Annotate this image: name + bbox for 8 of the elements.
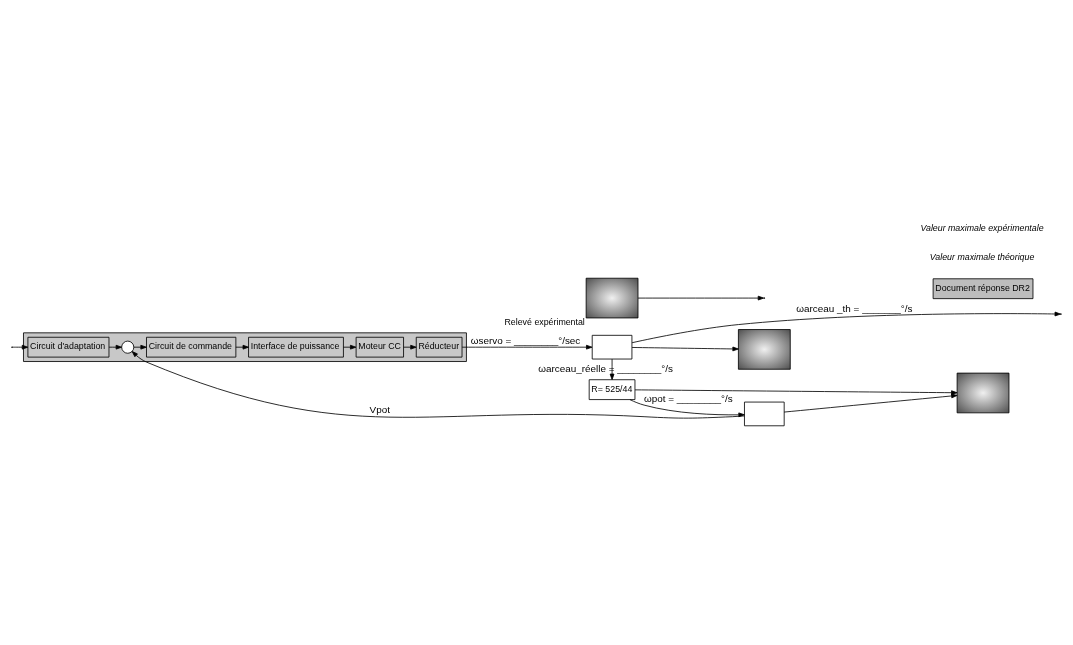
edge-label: Vpot — [369, 403, 391, 415]
edge-label: ωservo = ________°/sec — [470, 335, 581, 347]
edge-label: ωpot = ________°/s — [644, 393, 733, 405]
edge-label: ωarceau_réelle = ________°/s — [538, 362, 673, 374]
label: Valeur maximale expérimentale — [920, 222, 1044, 233]
edge-label: ωarceau _th = _______°/s — [796, 302, 913, 314]
node-label: Relevé expérimental — [504, 317, 585, 328]
label: Valeur maximale théorique — [929, 252, 1035, 263]
